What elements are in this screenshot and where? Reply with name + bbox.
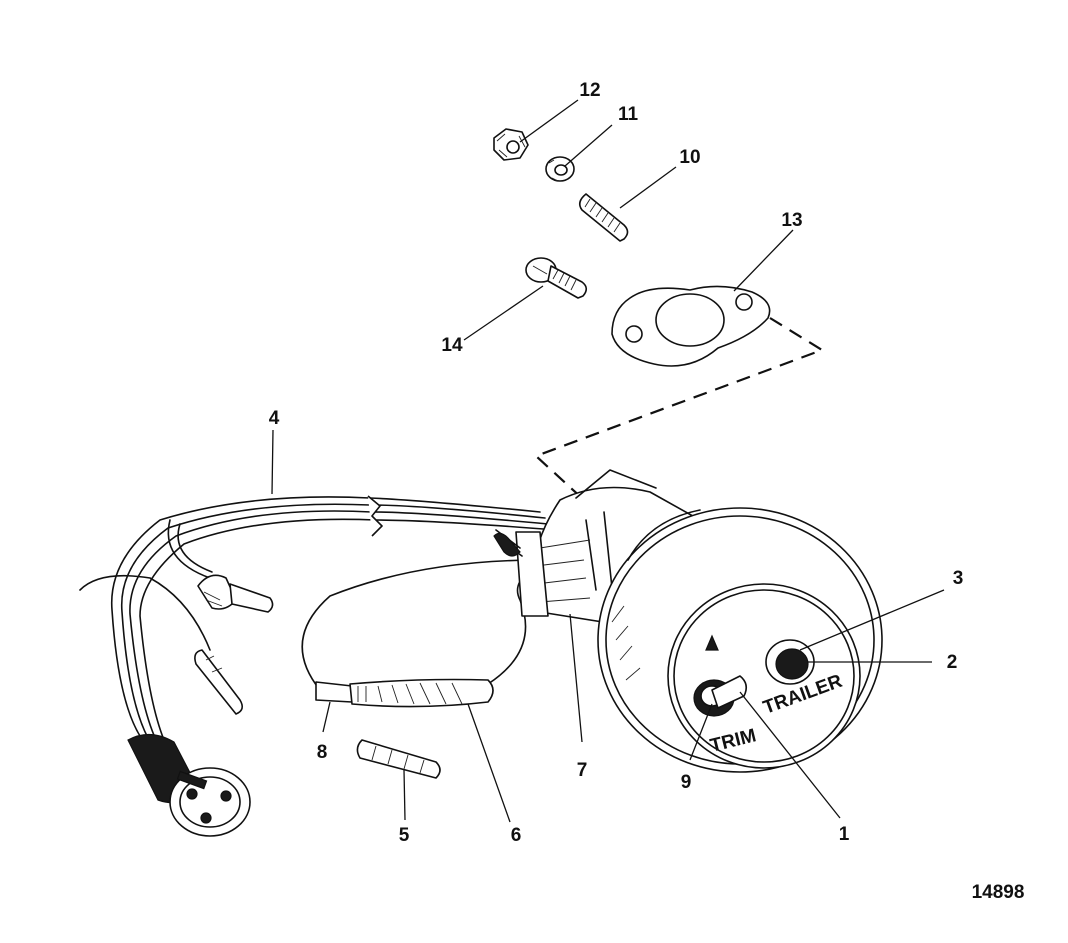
fuse-part	[356, 739, 441, 779]
screw-part	[525, 257, 588, 299]
alignment-dashed-line	[533, 317, 825, 501]
callout-6: 6	[511, 825, 522, 846]
figure-number: 14898	[972, 882, 1025, 903]
stud-part	[578, 193, 629, 242]
wire-harness	[79, 495, 557, 741]
bullet-connector	[197, 574, 274, 613]
callout-2: 2	[947, 652, 958, 673]
hex-nut-part	[493, 128, 529, 161]
callout-10: 10	[679, 147, 700, 168]
callout-13: 13	[781, 210, 802, 231]
trailer-push-button	[765, 639, 815, 685]
callout-5: 5	[399, 825, 410, 846]
callout-7: 7	[577, 760, 588, 781]
lock-washer-part	[545, 156, 575, 182]
callout-8: 8	[317, 742, 328, 763]
gasket-part	[611, 285, 771, 367]
callout-12: 12	[579, 80, 600, 101]
switch-panel-housing	[493, 469, 883, 773]
callout-11: 11	[618, 104, 639, 125]
callout-9: 9	[681, 772, 692, 793]
callout-3: 3	[953, 568, 964, 589]
fuse-holder-assembly	[301, 559, 541, 708]
spade-terminal	[194, 649, 244, 715]
callout-14: 14	[441, 335, 463, 356]
multi-pin-plug	[127, 733, 251, 837]
callout-1: 1	[839, 824, 850, 845]
trim-toggle-switch	[693, 634, 748, 717]
leader-lines	[271, 99, 945, 823]
callout-4: 4	[269, 408, 280, 429]
